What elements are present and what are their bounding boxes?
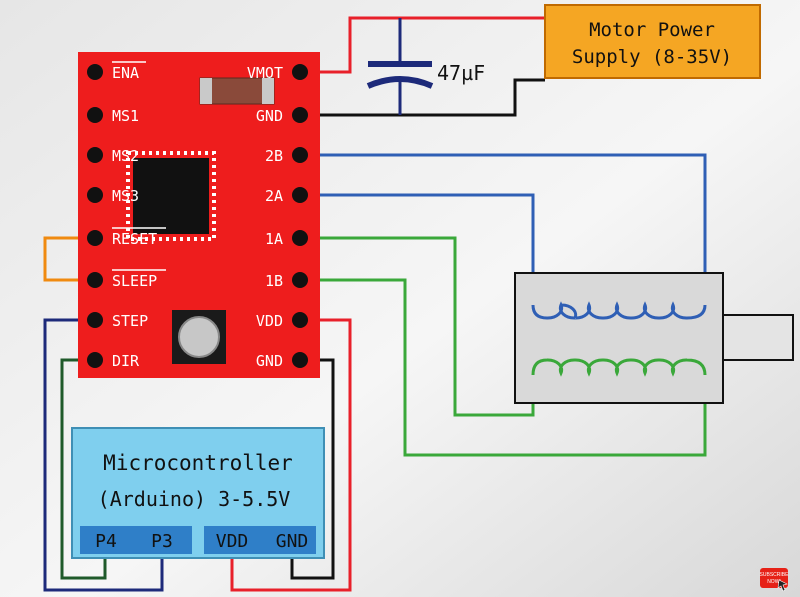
mcu-pin-block-right bbox=[204, 526, 316, 554]
driver-board: ENA MS1 MS2 MS3 RESET SLEEP STEP DIR VMO… bbox=[78, 52, 320, 378]
pin-dir bbox=[87, 352, 103, 368]
pin-ms1 bbox=[87, 107, 103, 123]
pin-reset bbox=[87, 230, 103, 246]
pin-step bbox=[87, 312, 103, 328]
power-supply-box bbox=[544, 4, 761, 79]
left-pin-column: ENA MS1 MS2 MS3 RESET SLEEP STEP DIR bbox=[87, 61, 166, 370]
label-reset: RESET bbox=[112, 230, 157, 248]
mcu-title: Microcontroller bbox=[103, 451, 293, 475]
chip-pins-outline bbox=[126, 151, 216, 241]
wire-logic-gnd bbox=[290, 358, 335, 580]
resistor-cap-left bbox=[200, 78, 212, 104]
wire-vmot bbox=[300, 16, 545, 74]
pin-ms3 bbox=[87, 187, 103, 203]
wire-step bbox=[43, 318, 164, 592]
power-supply-line2: Supply (8-35V) bbox=[572, 46, 732, 68]
subscribe-badge-line1: SUBSCRIBE bbox=[760, 572, 790, 578]
label-2a: 2A bbox=[265, 187, 283, 205]
mcu-pin-p4: P4 bbox=[95, 531, 117, 552]
wire-1b bbox=[300, 278, 707, 457]
mcu-pin-block-left bbox=[80, 526, 192, 554]
label-ms2: MS2 bbox=[112, 147, 139, 165]
subscribe-badge[interactable]: SUBSCRIBE NOW! bbox=[760, 568, 790, 592]
wire-motor-gnd bbox=[300, 78, 545, 117]
label-ms3: MS3 bbox=[112, 187, 139, 205]
mcu-pin-vdd: VDD bbox=[216, 531, 249, 552]
label-step: STEP bbox=[112, 312, 148, 330]
pin-gnd-logic bbox=[292, 352, 308, 368]
wire-dir bbox=[60, 358, 107, 580]
label-dir: DIR bbox=[112, 352, 140, 370]
stepper-motor bbox=[514, 272, 794, 404]
driver-chip bbox=[126, 151, 216, 241]
label-1a: 1A bbox=[265, 230, 283, 248]
wire-vdd bbox=[230, 318, 352, 592]
coil-b bbox=[531, 301, 707, 320]
label-2b: 2B bbox=[265, 147, 283, 165]
subscribe-badge-line2: NOW! bbox=[767, 579, 781, 585]
chip-body bbox=[133, 158, 209, 234]
mcu-subtitle: (Arduino) 3-5.5V bbox=[98, 487, 291, 511]
right-pin-column: VMOT GND 2B 2A 1A 1B VDD GND bbox=[247, 64, 308, 370]
pin-vmot bbox=[292, 64, 308, 80]
pin-ena bbox=[87, 64, 103, 80]
power-supply-line1: Motor Power bbox=[589, 19, 715, 41]
label-sleep: SLEEP bbox=[112, 272, 157, 290]
label-vdd: VDD bbox=[256, 312, 283, 330]
pin-gnd-motor bbox=[292, 107, 308, 123]
motor-shaft bbox=[722, 314, 794, 361]
capacitor-label: 47µF bbox=[437, 61, 485, 85]
potentiometer-knob bbox=[178, 316, 220, 358]
wire-2b bbox=[300, 153, 707, 305]
label-ms1: MS1 bbox=[112, 107, 139, 125]
pin-sleep bbox=[87, 272, 103, 288]
microcontroller: Microcontroller (Arduino) 3-5.5V P4 P3 V… bbox=[71, 427, 325, 559]
motor-body bbox=[514, 272, 724, 404]
label-vmot: VMOT bbox=[247, 64, 283, 82]
pin-2a bbox=[292, 187, 308, 203]
label-ena: ENA bbox=[112, 64, 139, 82]
coil-a bbox=[531, 358, 707, 377]
wire-2a bbox=[300, 193, 535, 305]
mcu-pin-gnd: GND bbox=[276, 531, 309, 552]
pin-1a bbox=[292, 230, 308, 246]
wire-reset-sleep bbox=[43, 236, 95, 282]
label-1b: 1B bbox=[265, 272, 283, 290]
pin-ms2 bbox=[87, 147, 103, 163]
cursor-icon bbox=[777, 579, 788, 592]
label-gnd-motor: GND bbox=[256, 107, 283, 125]
mcu-pin-p3: P3 bbox=[151, 531, 173, 552]
capacitor-plate-bottom bbox=[366, 76, 434, 89]
pin-1b bbox=[292, 272, 308, 288]
pin-2b bbox=[292, 147, 308, 163]
label-gnd-logic: GND bbox=[256, 352, 283, 370]
resistor-cap-right bbox=[262, 78, 274, 104]
pin-vdd bbox=[292, 312, 308, 328]
